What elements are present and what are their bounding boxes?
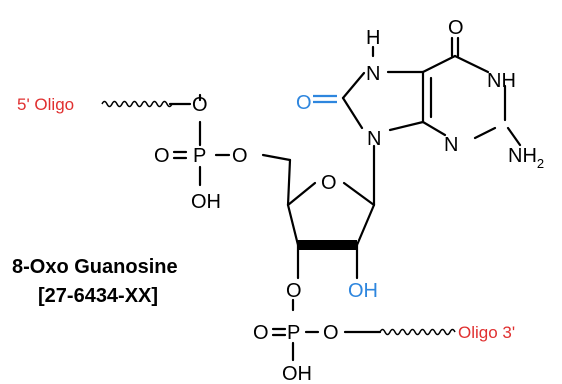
atom-h-top: H bbox=[366, 27, 380, 49]
atom-p2: P bbox=[287, 322, 300, 344]
catalog-number: [27-6434-XX] bbox=[38, 285, 158, 307]
atom-labels: H O NH N O N N NH2 O O P O OH O O OH O P… bbox=[154, 17, 544, 384]
five-prime-oligo-label: 5' Oligo bbox=[17, 95, 74, 114]
compound-name: 8-Oxo Guanosine bbox=[12, 256, 178, 278]
atom-o-5p: O bbox=[192, 94, 208, 116]
atom-oh-2p: OH bbox=[348, 280, 378, 302]
atom-o-phos2-right: O bbox=[323, 322, 339, 344]
oligo-linkers bbox=[101, 100, 456, 336]
atom-o-phos2-double: O bbox=[253, 322, 269, 344]
atom-o-carbonyl: O bbox=[448, 17, 464, 39]
atom-p1: P bbox=[193, 145, 206, 167]
atom-o8-highlight: O bbox=[296, 92, 312, 114]
bond-lines bbox=[168, 36, 522, 362]
wavy-linker-3p bbox=[379, 328, 456, 336]
atom-oh-phos1: OH bbox=[191, 191, 221, 213]
atom-o-3p: O bbox=[286, 280, 302, 302]
atom-o-ring: O bbox=[321, 172, 337, 194]
atom-o-phos1-double: O bbox=[154, 145, 170, 167]
atom-n9: N bbox=[367, 128, 381, 150]
atom-nh-ring: NH bbox=[487, 70, 516, 92]
atom-oh-phos2: OH bbox=[282, 363, 312, 384]
atom-n3: N bbox=[444, 134, 458, 156]
atom-n7: N bbox=[366, 63, 380, 85]
atom-nh2: NH2 bbox=[508, 145, 544, 171]
wavy-linker-5p bbox=[101, 100, 173, 108]
three-prime-oligo-label: Oligo 3' bbox=[458, 323, 515, 342]
atom-o-phos1-right: O bbox=[232, 145, 248, 167]
